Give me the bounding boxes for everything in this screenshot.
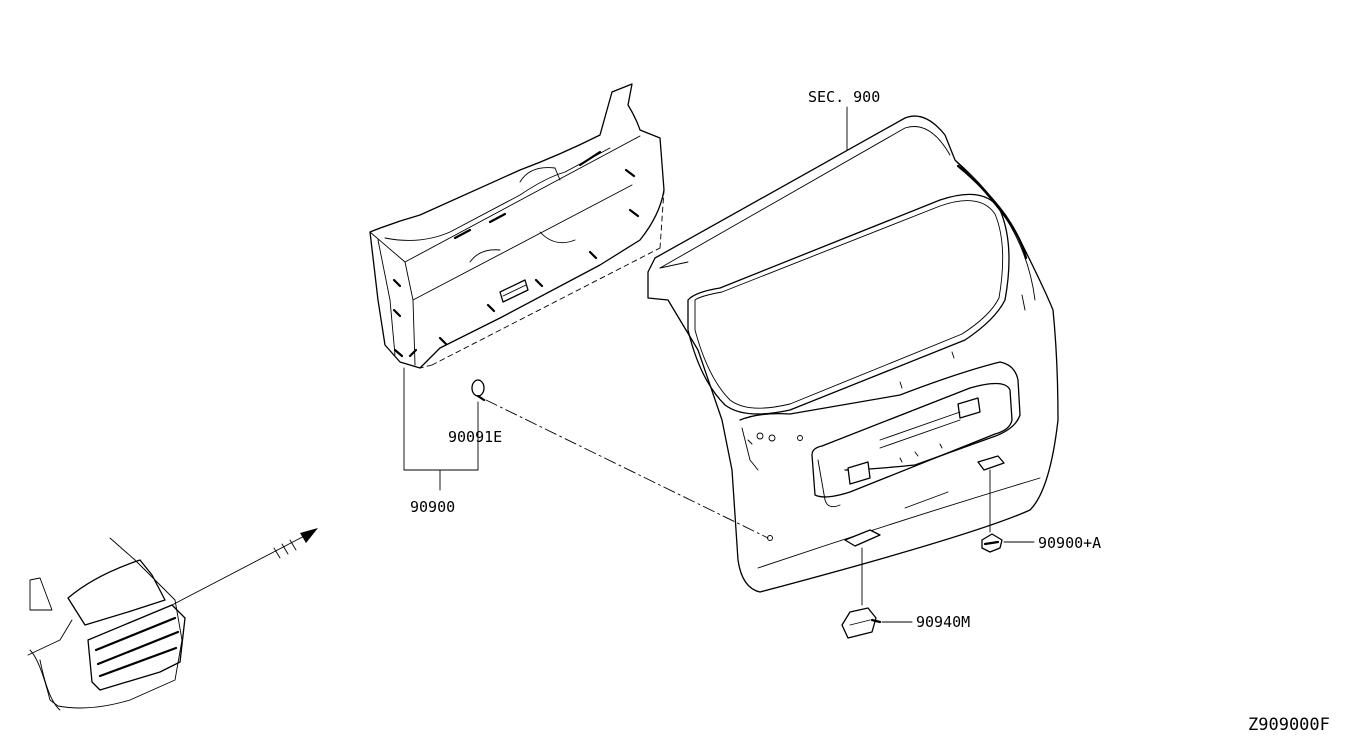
label-90900: 90900 bbox=[410, 498, 455, 516]
label-90900A: 90900+A bbox=[1038, 534, 1101, 552]
back-door-outer bbox=[647, 115, 1059, 593]
label-90940M: 90940M bbox=[916, 613, 970, 631]
vehicle-locator bbox=[27, 528, 318, 711]
part-90900A: 90900+A bbox=[981, 469, 1101, 553]
part-90940M: 90940M bbox=[841, 547, 970, 639]
label-90091E: 90091E bbox=[448, 428, 502, 446]
sec-900-label: SEC. 900 bbox=[808, 88, 880, 106]
diagram-code: Z909000F bbox=[1248, 715, 1330, 735]
bracket-90900 bbox=[403, 367, 479, 471]
clip-install-line bbox=[485, 399, 769, 539]
clip-90091E bbox=[471, 379, 486, 402]
back-door-trim-panel bbox=[369, 83, 665, 369]
